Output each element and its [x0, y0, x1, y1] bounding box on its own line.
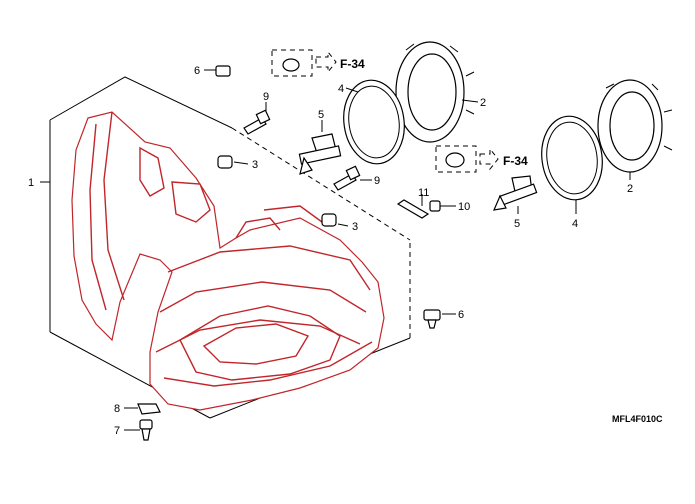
part-label-9-upper: 9: [263, 91, 269, 103]
cover-ring-top: 2: [395, 41, 486, 143]
ref-arrow-top: F-34: [271, 49, 365, 77]
screw-7: 7: [114, 419, 153, 441]
part-label-6-right: 6: [458, 309, 464, 321]
ref-arrow-mid: F-34: [435, 145, 528, 173]
part-label-11: 11: [418, 187, 429, 199]
bulb-upper: 5: [298, 109, 342, 175]
part-label-9-mid: 9: [374, 175, 380, 187]
gasket-right: 4: [541, 115, 603, 230]
part-label-6-top: 6: [194, 65, 200, 77]
part-label-3-lower: 3: [352, 221, 358, 233]
part-label-10: 10: [458, 201, 470, 213]
part-label-4-right: 4: [572, 218, 578, 230]
ref-label-mid: F-34: [503, 154, 528, 168]
headlight-housing: [71, 111, 385, 411]
screw-9-upper: 9: [243, 91, 271, 135]
clip-11: 11: [396, 187, 429, 219]
screw-9-mid: 9: [333, 165, 380, 191]
cover-ring-right: 2: [597, 79, 673, 195]
part-label-1: 1: [28, 177, 34, 189]
part-label-4-top: 4: [338, 83, 344, 95]
part-label-2-top: 2: [480, 97, 486, 109]
part-label-7: 7: [114, 425, 120, 437]
part-label-2-right: 2: [627, 183, 633, 195]
screw-10: 10: [429, 200, 470, 213]
screw-6-top: 6: [194, 65, 231, 77]
part-label-5-upper: 5: [318, 109, 324, 121]
part-label-3-upper: 3: [252, 159, 258, 171]
bulb-lower: 5: [493, 175, 538, 230]
ref-label-top: F-34: [340, 57, 365, 71]
screw-6-right: 6: [423, 309, 464, 329]
nut-8: 8: [114, 403, 161, 415]
drawing-code: MFL4F010C: [612, 414, 663, 424]
assembly-boundary: [40, 76, 411, 419]
gasket-top: 4: [338, 79, 405, 165]
rubber-lower: 3: [321, 213, 358, 233]
part-label-8: 8: [114, 403, 120, 415]
rubber-upper: 3: [217, 155, 258, 171]
part-label-5-lower: 5: [514, 218, 520, 230]
